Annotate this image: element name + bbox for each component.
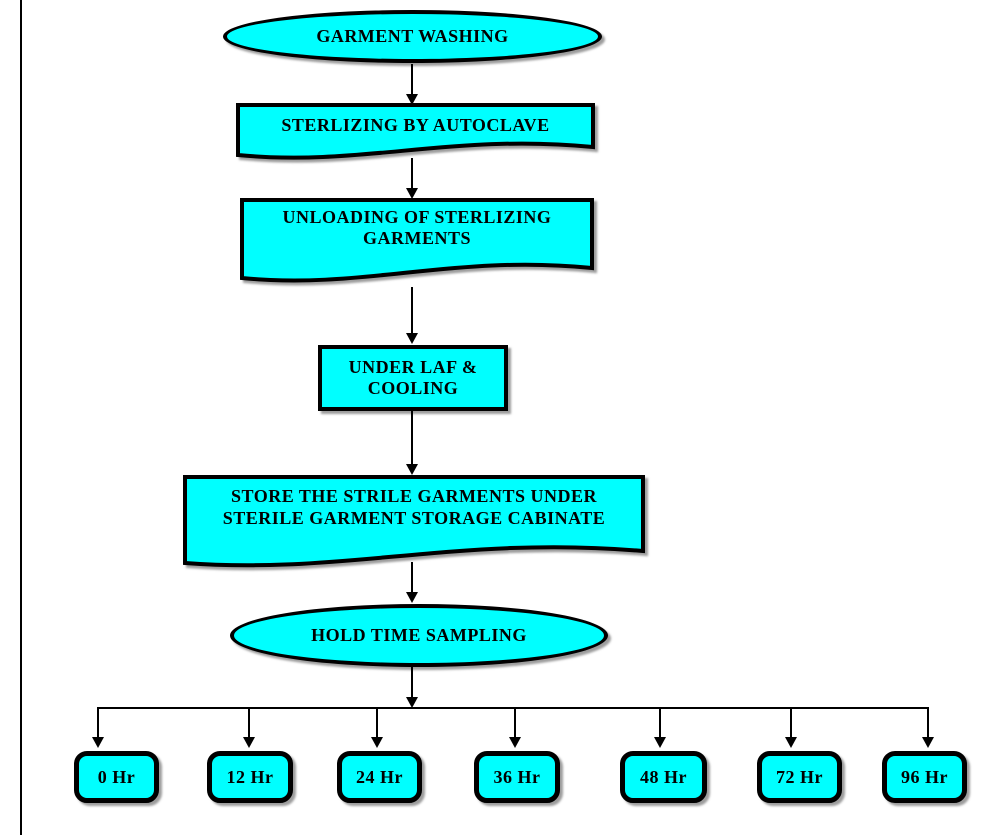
branch-drop-head-12hr [243,737,255,748]
arrow-head-6 [406,697,418,708]
label-line: STORE THE STRILE GARMENTS UNDER [231,486,597,506]
branch-drop-line-36hr [514,707,516,738]
arrow-line-3 [411,287,413,334]
label-line: GARMENTS [362,228,471,248]
hold-time-label: 72 Hr [776,766,823,787]
hold-time-label: 0 Hr [97,766,136,787]
branch-drop-line-96hr [927,707,929,738]
hold-time-box-48hr: 48 Hr [620,751,707,803]
arrow-head-4 [406,464,418,475]
label-line: COOLING [367,378,459,398]
node-store-sterile-garments: STORE THE STRILE GARMENTS UNDER STERILE … [183,475,645,577]
hold-time-box-36hr: 36 Hr [474,751,560,803]
hold-time-label: 36 Hr [493,766,541,787]
node-under-laf-cooling: UNDER LAF & COOLING [318,345,508,411]
arrow-line-1 [411,64,413,95]
wave-shape-icon [240,198,594,283]
hold-time-label: 48 Hr [640,766,687,787]
node-under-laf-cooling-label: UNDER LAF & COOLING [349,357,478,399]
branch-drop-line-72hr [790,707,792,738]
hold-time-box-12hr: 12 Hr [207,751,293,803]
hold-time-label: 24 Hr [356,766,403,787]
node-sterlizing-by-autoclave: STERLIZING BY AUTOCLAVE [236,103,595,167]
node-garment-washing: GARMENT WASHING [223,10,602,63]
wave-shape-icon [236,103,595,160]
branch-drop-head-72hr [785,737,797,748]
hold-time-box-0hr: 0 Hr [74,751,159,803]
label-line: UNDER LAF & [348,357,478,377]
branch-drop-head-96hr [922,737,934,748]
branch-drop-head-36hr [509,737,521,748]
label-line: STERILE GARMENT STORAGE CABINATE [222,508,606,528]
branch-drop-line-12hr [248,707,250,738]
arrow-line-2 [411,158,413,189]
arrow-head-1 [406,94,418,105]
node-unloading-of-sterlizing-garments-label: UNLOADING OF STERLIZING GARMENTS [240,198,594,249]
node-hold-time-sampling: HOLD TIME SAMPLING [230,604,608,667]
branch-drop-head-24hr [371,737,383,748]
arrow-line-5 [411,562,413,593]
node-garment-washing-label: GARMENT WASHING [316,26,509,46]
node-store-sterile-garments-label: STORE THE STRILE GARMENTS UNDER STERILE … [183,475,645,529]
arrow-head-5 [406,592,418,603]
branch-drop-line-24hr [376,707,378,738]
arrow-head-2 [406,188,418,199]
hold-time-box-72hr: 72 Hr [757,751,842,803]
page-left-border [20,0,22,835]
arrow-head-3 [406,333,418,344]
branch-drop-line-0hr [97,707,99,738]
branch-drop-line-48hr [659,707,661,738]
node-sterlizing-by-autoclave-label: STERLIZING BY AUTOCLAVE [281,115,550,135]
branch-line [98,707,929,709]
node-unloading-of-sterlizing-garments: UNLOADING OF STERLIZING GARMENTS [240,198,594,292]
branch-drop-head-48hr [654,737,666,748]
hold-time-label: 96 Hr [901,766,948,787]
label-line: UNLOADING OF STERLIZING [282,207,552,227]
hold-time-box-96hr: 96 Hr [882,751,967,803]
node-hold-time-sampling-label: HOLD TIME SAMPLING [311,625,527,645]
hold-time-label: 12 Hr [226,766,274,787]
wave-shape-icon [183,475,645,568]
arrow-line-4 [411,411,413,465]
hold-time-box-24hr: 24 Hr [337,751,422,803]
arrow-line-6 [411,667,413,698]
branch-drop-head-0hr [92,737,104,748]
